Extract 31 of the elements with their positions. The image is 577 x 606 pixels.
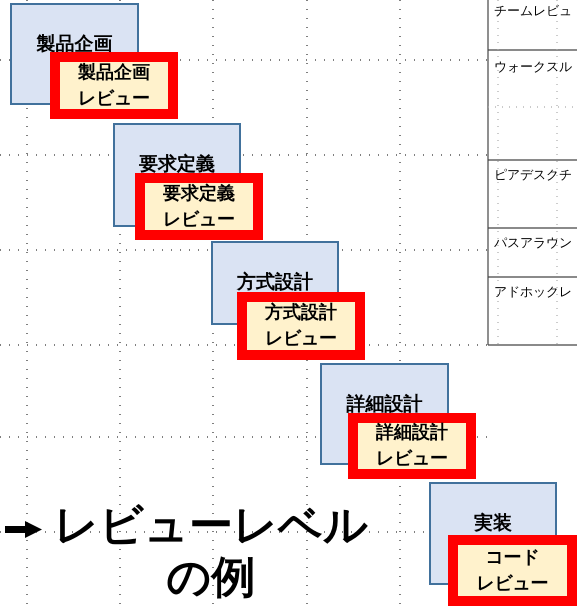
- review-box: [50, 52, 178, 119]
- phase-label: 実装: [473, 511, 513, 536]
- review-label: レビュー: [265, 327, 337, 351]
- phase-label: 製品企画: [36, 32, 114, 57]
- review-label: 方式設計: [265, 301, 337, 325]
- review-box: [448, 535, 577, 606]
- phase-box: [113, 123, 241, 173]
- review-label: 要求定義: [163, 182, 235, 206]
- review-label: 詳細設計: [376, 421, 448, 445]
- review-label: レビュー: [476, 572, 548, 596]
- table-cell-text: チームレビュ: [494, 3, 572, 20]
- phase-box: [10, 3, 139, 52]
- review-box: [348, 413, 476, 479]
- phase-box: [320, 363, 449, 413]
- table-cell-text: ウォークスル: [494, 59, 572, 76]
- heading-text: レビューレベルの例: [53, 500, 369, 604]
- table-cell-text: パスアラウン: [494, 235, 572, 252]
- phase-label: 要求定義: [138, 152, 216, 177]
- review-label: レビュー: [163, 208, 235, 232]
- phase-label: 詳細設計: [345, 392, 424, 417]
- review-label: 製品企画: [78, 60, 150, 84]
- review-box: [135, 173, 263, 240]
- phase-label: 方式設計: [236, 270, 314, 295]
- review-label: レビュー: [376, 447, 448, 471]
- phase-box: [429, 482, 557, 535]
- review-label: レビュー: [78, 86, 150, 110]
- review-box: [237, 292, 365, 360]
- phase-box: [211, 241, 339, 292]
- table-cell-text: アドホックレ: [494, 284, 572, 301]
- table-cell-text: ピアデスクチ: [494, 167, 572, 184]
- review-label: コード: [486, 546, 540, 570]
